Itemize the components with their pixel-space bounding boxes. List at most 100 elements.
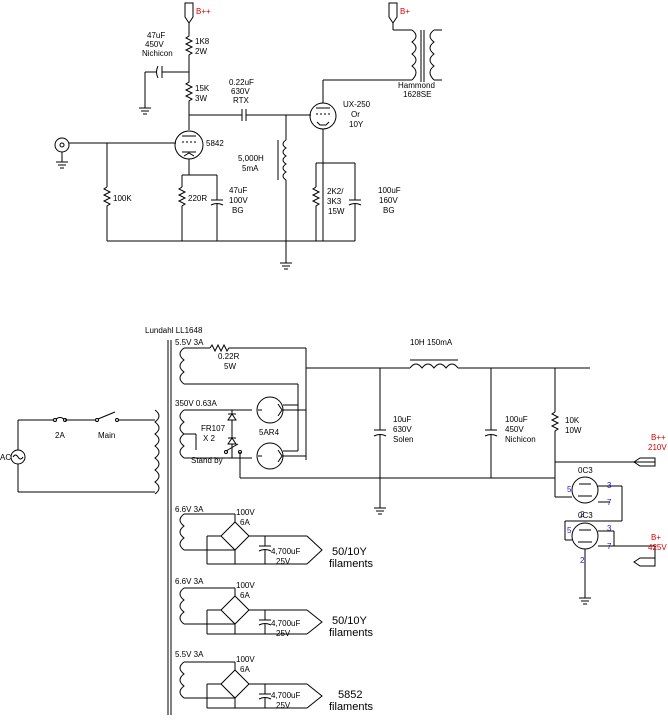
lundahl-label: Lundahl LL1648 [145,326,203,335]
winding-5v5-icon [179,347,185,385]
r100k-value: 100K [113,194,132,203]
cap100-bg-voltage: 160V [379,196,398,205]
cap-47uf-nichicon-icon [156,65,163,79]
output-arrow-icon [306,609,323,635]
tube-ux250-or: Or [351,110,360,119]
winding-icon [179,661,185,699]
fil2-cap-volt: 25V [276,629,291,638]
r220r-value: 220R [188,194,207,203]
bpp-output-terminal-icon [633,457,656,467]
diode-fr107-icon [227,413,237,445]
fil1-bridge-a: 6A [240,518,250,527]
pin-b-5: 5 [567,526,572,535]
cap100-brand: Nichicon [505,435,536,444]
primary-winding-icon [154,409,160,495]
ground-icon [579,597,591,605]
fil2-winding: 6.6V 3A [175,577,204,586]
cap47-bg-voltage: 100V [229,196,248,205]
cap10-value: 10uF [393,415,411,424]
pin-a-5: 5 [567,485,572,494]
standby-label: Stand by [191,456,223,465]
fil2-bridge-v: 100V [236,581,255,590]
fuse-label: 2A [55,431,65,440]
fil3-out-a: 5852 [338,689,362,701]
choke-5000h-icon [282,139,287,181]
fr107-part: FR107 [201,424,226,433]
bp-output-terminal-icon [633,557,656,567]
ground-icon [139,107,151,115]
oc3-b-label: 0C3 [578,511,593,520]
cap47-bg-brand: BG [232,206,244,215]
fil2-out-a: 50/10Y [332,615,368,627]
winding-icon [179,513,185,551]
fil2-cap-v: 4,700uF [271,619,300,628]
fil3-bridge-v: 100V [236,655,255,664]
ground-icon [280,262,292,270]
cap100-value: 100uF [505,415,528,424]
cap100-bg-value: 100uF [378,186,401,195]
ac-source-icon [10,449,26,465]
bp-output-label: B+ [651,533,661,542]
r10k-power: 10W [565,426,582,435]
ground-icon [374,507,386,515]
fil3-out-b: filaments [329,701,374,713]
bpp-label: B++ [196,7,211,16]
resistor-1k8-icon [184,32,194,60]
fil1-out-a: 50/10Y [332,546,368,558]
fil3-cap-volt: 25V [276,701,291,710]
r2k2-alt: 3K3 [327,197,342,206]
bridge-rectifier-icon [220,669,250,699]
standby-switch-icon[interactable] [224,443,242,454]
cap47-bg-value: 47uF [229,186,247,195]
fil1-cap-v: 4,700uF [271,547,300,556]
bpp-output-label: B++ [651,433,666,442]
cap47-nich-value: 47uF [147,31,165,40]
tube-ux250-icon [309,102,337,130]
fil1-cap-volt: 25V [276,557,291,566]
filament-supply-3: 5.5V 3A 100V 6A 4,700uF 25V 5852 filamen… [175,650,374,713]
main-switch-icon[interactable] [95,411,119,422]
rect-5ar4-label: 5AR4 [259,428,280,437]
cap-100uf-bg-icon [348,199,362,206]
fil3-winding: 5.5V 3A [175,650,204,659]
tube-5842-label: 5842 [206,139,224,148]
r2k2-value: 2K2/ [327,187,344,196]
pin-a-2: 2 [580,510,585,519]
v210-label: 210V [648,443,667,452]
v425-label: 425V [648,543,667,552]
fil2-out-b: filaments [329,627,374,639]
resistor-2k2-icon [311,186,321,241]
fil1-out-b: filaments [329,558,374,570]
output-arrow-icon [306,683,323,709]
cap10-voltage: 630V [393,425,412,434]
choke5000-value: 5,000H [238,154,264,163]
bp-label: B+ [400,7,410,16]
fil3-bridge-a: 6A [240,665,250,674]
main-switch-label: Main [98,431,115,440]
output-arrow-icon [306,535,323,565]
cap47-nich-brand: Nichicon [142,49,173,58]
r2k2-power: 15W [328,207,345,216]
resistor-022r-icon [209,343,306,353]
choke5000-current: 5mA [242,164,259,173]
bp-terminal-icon [388,2,398,30]
fil1-winding: 6.6V 3A [175,505,204,514]
choke-10h-icon [409,363,459,369]
output-transformer-icon [411,29,442,82]
fuse-icon [53,417,67,422]
tube-ux250-name: UX-250 [343,100,371,109]
choke10h-label: 10H 150mA [410,338,453,347]
power-supply: Lundahl LL1648 AC 2A Main [0,326,667,715]
amplifier-stage: B++ 1K8 2W 47uF 450V Nichicon 15K 3W [54,2,442,270]
cap47-nich-voltage: 450V [145,40,164,49]
resistor-15k-icon [184,72,194,115]
r1k8-value: 1K8 [195,37,210,46]
r1k8-power: 2W [195,47,207,56]
hammond-model: 1628SE [403,90,431,99]
resistor-10k-icon [550,411,560,462]
r10k-value: 10K [565,416,580,425]
resistor-100k-icon [102,186,112,241]
cap100-voltage: 450V [505,425,524,434]
filament-supply-1: 6.6V 3A 100V 6A 4,700uF 25V 50/10Y filam… [175,505,374,570]
